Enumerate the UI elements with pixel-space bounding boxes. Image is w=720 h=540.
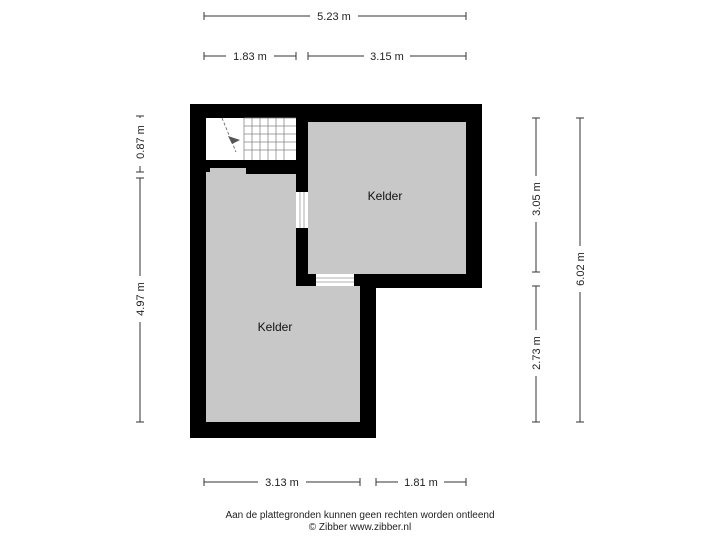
dimension-bottom-right: 1.81 m bbox=[375, 477, 467, 489]
dimension-right-total: 6.02 m bbox=[575, 117, 587, 423]
dimension-top-total: 5.23 m bbox=[203, 11, 467, 23]
dimension-label-left-lower: 4.97 m bbox=[135, 282, 147, 316]
dimension-left-upper: 0.87 m bbox=[135, 115, 147, 173]
room-lower-left-floor bbox=[206, 168, 360, 422]
dimension-label-bottom-right: 1.81 m bbox=[404, 477, 438, 489]
dimension-label-right-total: 6.02 m bbox=[575, 252, 587, 286]
dimension-top-right: 3.15 m bbox=[307, 51, 467, 63]
dimension-label-bottom-left: 3.13 m bbox=[265, 477, 299, 489]
footer-copyright: © Zibber www.zibber.nl bbox=[308, 522, 412, 533]
dimension-label-top-total: 5.23 m bbox=[317, 11, 351, 23]
room-label-upper-right: Kelder bbox=[368, 189, 403, 203]
dimension-label-top-left: 1.83 m bbox=[233, 51, 267, 63]
footer-disclaimer: Aan de plattegronden kunnen geen rechten… bbox=[225, 510, 495, 521]
dimension-bottom-left: 3.13 m bbox=[203, 477, 361, 489]
dimension-label-right-lower: 2.73 m bbox=[531, 336, 543, 370]
room-upper-right-floor bbox=[308, 122, 466, 274]
dimension-label-left-upper: 0.87 m bbox=[135, 125, 147, 159]
dimension-left-lower: 4.97 m bbox=[135, 177, 147, 423]
dimension-label-top-right: 3.15 m bbox=[370, 51, 404, 63]
dimension-top-left: 1.83 m bbox=[203, 51, 297, 63]
dimension-right-lower: 2.73 m bbox=[531, 285, 543, 423]
door-opening-vertical bbox=[296, 192, 308, 228]
dimension-label-right-upper: 3.05 m bbox=[531, 182, 543, 216]
room-label-lower-left: Kelder bbox=[258, 320, 293, 334]
staircase bbox=[206, 117, 296, 160]
dimension-right-upper: 3.05 m bbox=[531, 117, 543, 273]
door-opening-horizontal bbox=[316, 274, 354, 286]
stair-arrow-icon bbox=[228, 136, 240, 144]
